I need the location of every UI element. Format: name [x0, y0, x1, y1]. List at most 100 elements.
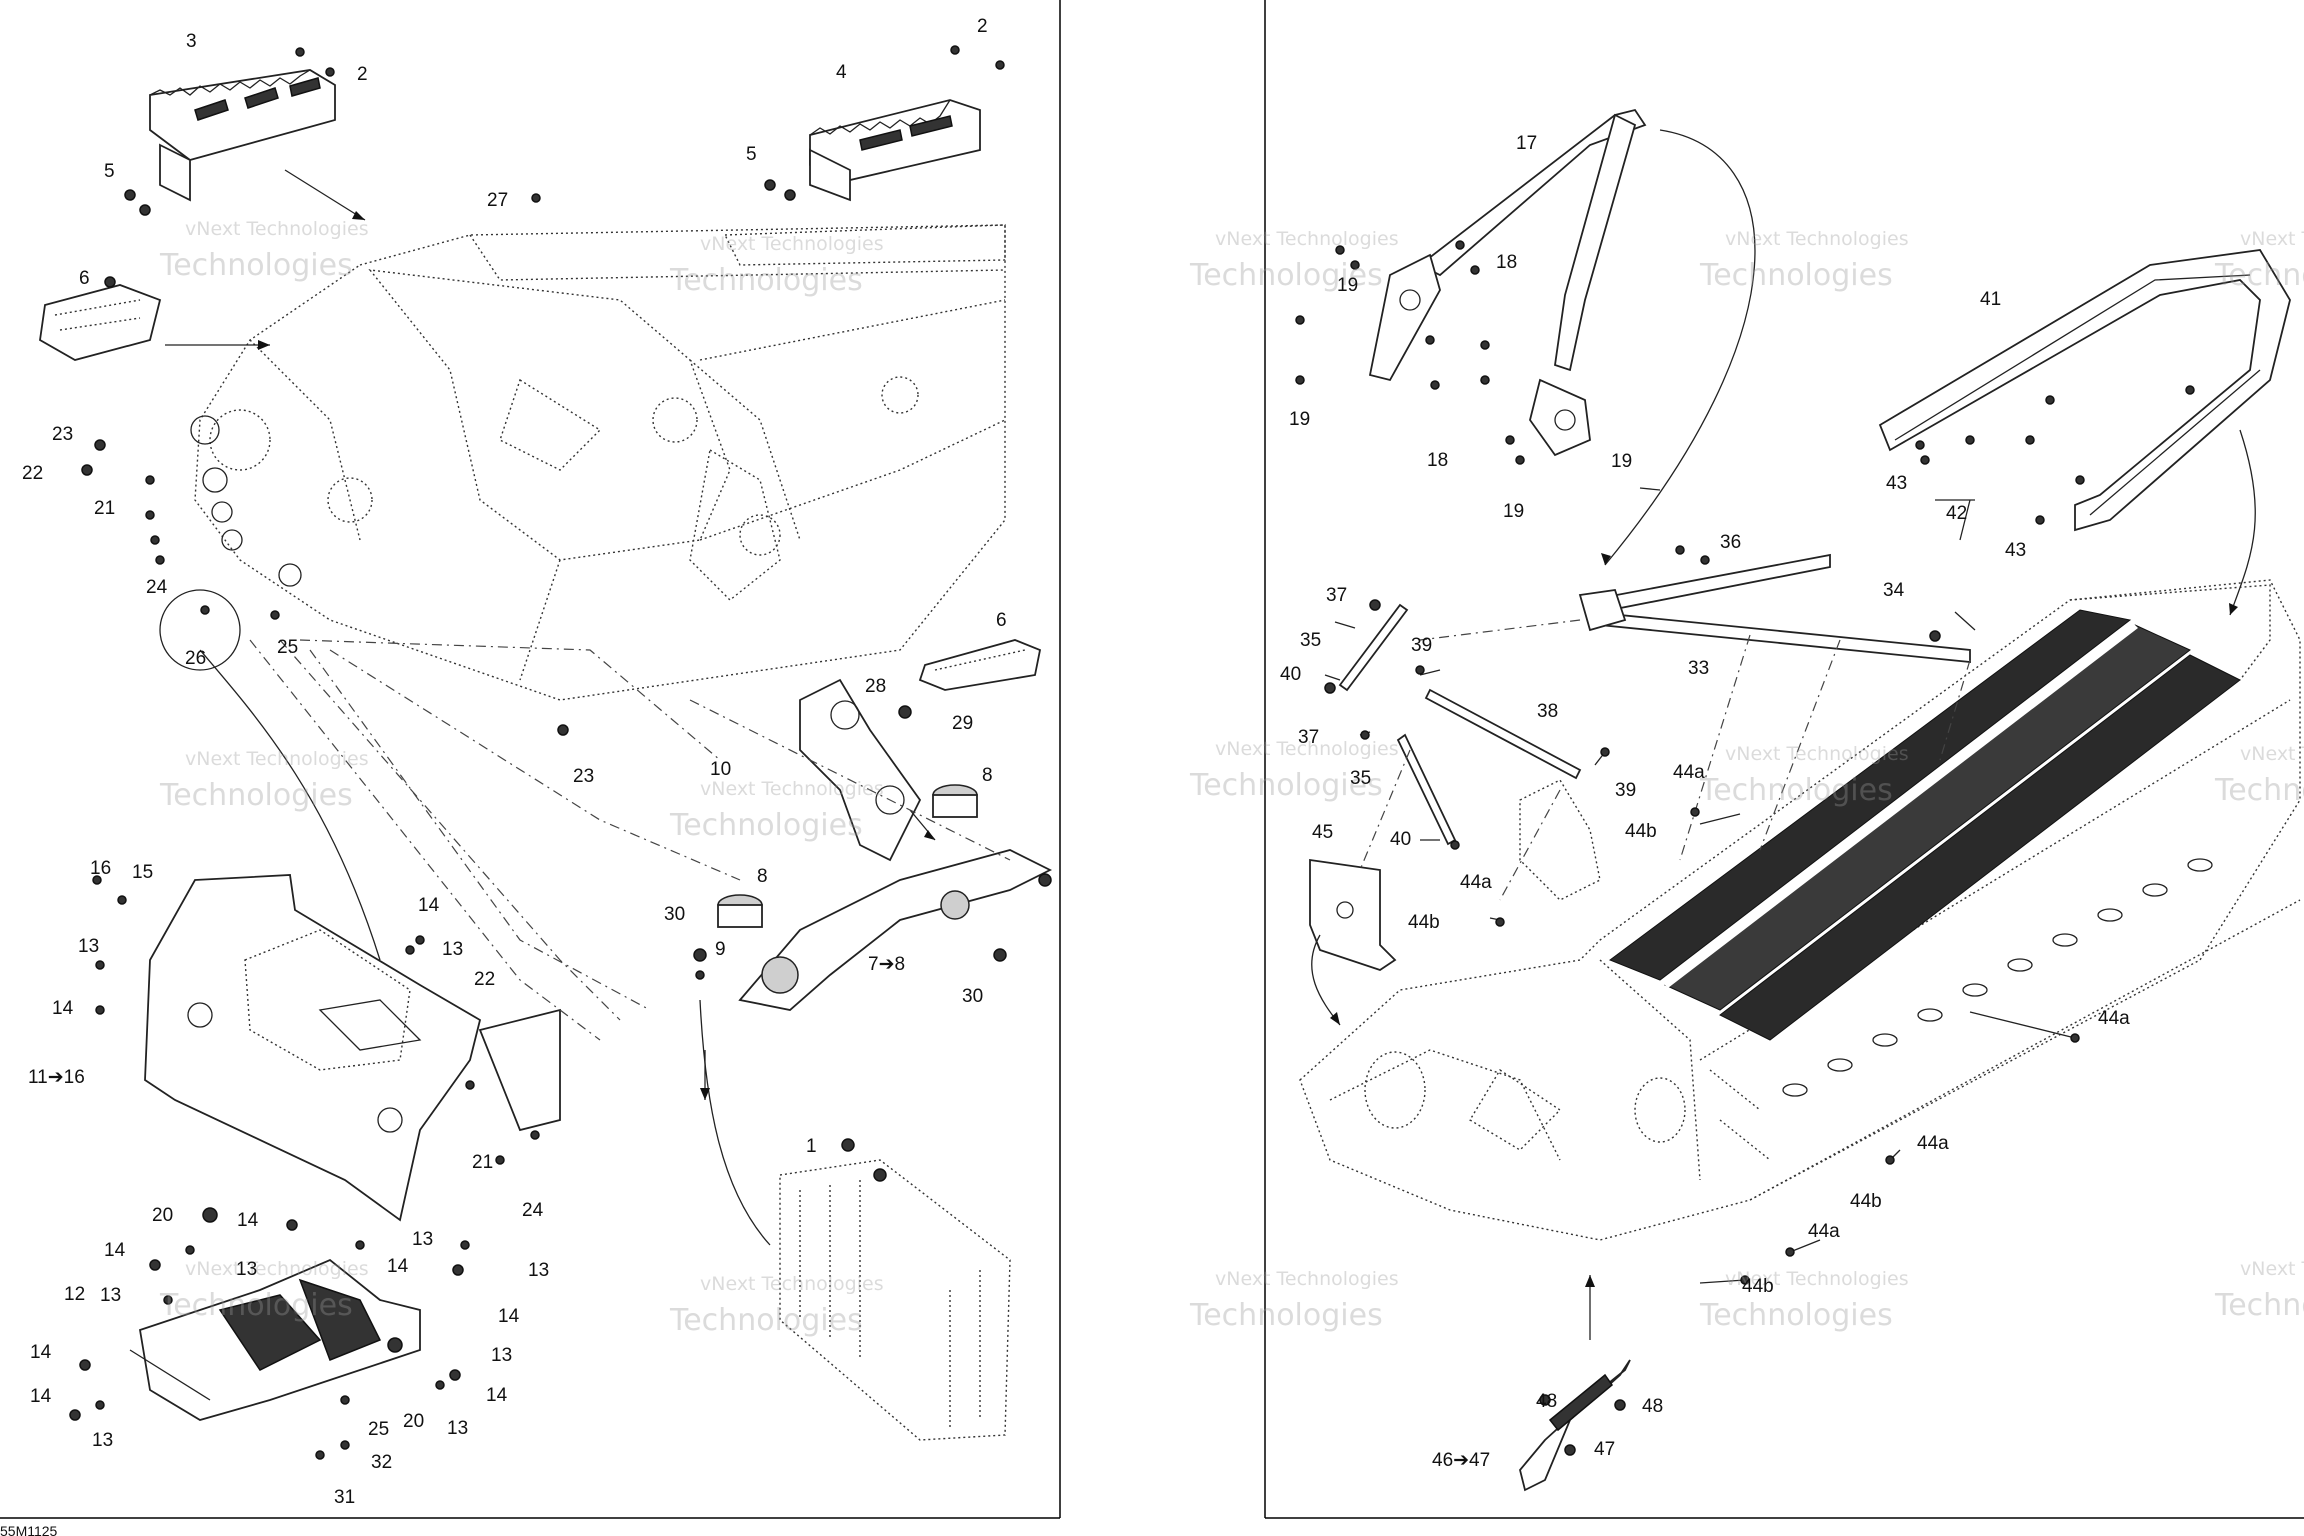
callout-33: 33	[1688, 658, 1709, 679]
callout-5: 5	[104, 161, 115, 182]
callout-4: 4	[836, 62, 847, 83]
callout-44a: 44a	[1808, 1221, 1840, 1242]
flow-arrowheads-right	[1330, 553, 2238, 1287]
callout-44b: 44b	[1850, 1191, 1882, 1212]
callout-14: 14	[30, 1386, 52, 1407]
callout-43: 43	[2005, 540, 2026, 561]
callout-13: 13	[491, 1345, 512, 1366]
watermark-group: vNext Technologies Technologies vNext Te…	[159, 218, 2304, 1338]
callout-41: 41	[1980, 289, 2001, 310]
callout-13: 13	[92, 1430, 113, 1451]
fasteners-right	[1295, 240, 2195, 1456]
callout-30: 30	[664, 904, 685, 925]
callout-27: 27	[487, 190, 508, 211]
diagram-code: 55M1125	[0, 1523, 58, 1536]
callout-18: 18	[1496, 252, 1517, 273]
callout-3: 3	[186, 31, 197, 52]
callout-44b: 44b	[1742, 1276, 1774, 1297]
assembly-dashed-lines	[249, 639, 1011, 1041]
detail-circle-26	[159, 589, 241, 671]
callout-16: 16	[90, 858, 111, 879]
watermark: Technologies	[1699, 258, 1893, 293]
callout-6: 6	[79, 268, 90, 289]
callout-20: 20	[403, 1411, 424, 1432]
watermark: vNext Technologies	[700, 1273, 884, 1295]
callout-21: 21	[472, 1152, 493, 1173]
flow-arrowheads-left	[258, 211, 935, 1100]
callout-19: 19	[1611, 451, 1632, 472]
callout-14: 14	[237, 1210, 259, 1231]
bracket-6-left	[39, 284, 162, 361]
callout-8: 8	[982, 765, 993, 786]
callout-40: 40	[1390, 829, 1411, 850]
callout-7-8: 7➔8	[868, 954, 905, 975]
callout-10: 10	[710, 759, 731, 780]
callout-38: 38	[1537, 701, 1558, 722]
callout-24: 24	[146, 577, 168, 598]
callout-13: 13	[528, 1260, 549, 1281]
callout-23: 23	[52, 424, 73, 445]
callout-8: 8	[757, 866, 768, 887]
foot-rest-left	[149, 69, 336, 202]
skid-plate	[144, 874, 561, 1222]
right-leader-lines	[1311, 129, 2256, 1340]
callout-6: 6	[996, 610, 1007, 631]
callout-13: 13	[442, 939, 463, 960]
callout-48: 48	[1642, 1396, 1663, 1417]
callout-22: 22	[22, 463, 43, 484]
watermark: vNext Technologies	[1215, 738, 1399, 760]
watermark: Technologies	[1189, 1298, 1383, 1333]
callout-19: 19	[1503, 501, 1524, 522]
foot-rest-right	[809, 99, 981, 202]
callout-26: 26	[185, 648, 206, 669]
watermark: vNext Technologies	[2240, 228, 2304, 250]
callout-13: 13	[447, 1418, 468, 1439]
callout-20: 20	[152, 1205, 173, 1226]
watermark: vNext Technologies	[2240, 1258, 2304, 1280]
callout-23: 23	[573, 766, 594, 787]
callout-44a: 44a	[1673, 762, 1705, 783]
callout-44a: 44a	[1460, 872, 1492, 893]
watermark: Technologies	[1699, 773, 1893, 808]
watermark: Technologies	[1699, 1298, 1893, 1333]
watermark: Technologies	[2214, 258, 2304, 293]
callout-12: 12	[64, 1284, 85, 1305]
watermark: vNext Technologies	[2240, 743, 2304, 765]
callout-42: 42	[1946, 503, 1967, 524]
callout-35: 35	[1350, 768, 1371, 789]
callout-11-16: 11➔16	[28, 1067, 85, 1088]
callout-47: 47	[1594, 1439, 1615, 1460]
callout-14: 14	[418, 895, 440, 916]
callout-37: 37	[1298, 727, 1319, 748]
plate-45	[1309, 858, 1397, 971]
tunnel-cutouts	[1782, 858, 2213, 1097]
callout-44a: 44a	[2098, 1008, 2130, 1029]
callout-45: 45	[1312, 822, 1333, 843]
frame-mounting-holes	[190, 415, 302, 587]
watermark: Technologies	[669, 263, 863, 298]
callout-48: 48	[1536, 1391, 1557, 1412]
callout-30: 30	[962, 986, 983, 1007]
heat-exchanger-fins	[1608, 584, 2271, 1041]
callout-37: 37	[1326, 585, 1347, 606]
callout-19: 19	[1289, 409, 1310, 430]
watermark: Technologies	[159, 778, 353, 813]
callout-2: 2	[357, 64, 368, 85]
rear-bumper-41	[1878, 249, 2291, 532]
callout-46-47: 46➔47	[1432, 1450, 1490, 1471]
callout-34: 34	[1883, 580, 1905, 601]
callout-15: 15	[132, 862, 153, 883]
watermark: vNext Technologies	[1215, 228, 1399, 250]
callout-13: 13	[100, 1285, 121, 1306]
callout-25: 25	[277, 637, 298, 658]
callout-44a: 44a	[1917, 1133, 1949, 1154]
watermark: vNext Technologies	[700, 233, 884, 255]
callout-21: 21	[94, 498, 115, 519]
callout-1: 1	[806, 1136, 817, 1157]
watermark: Technologies	[159, 248, 353, 283]
watermark: Technologies	[159, 1288, 353, 1323]
callout-13: 13	[236, 1259, 257, 1280]
watermark: vNext Technologies	[1215, 1268, 1399, 1290]
rods-35-38	[1338, 603, 1582, 846]
bracket-7-8	[738, 849, 1053, 1011]
